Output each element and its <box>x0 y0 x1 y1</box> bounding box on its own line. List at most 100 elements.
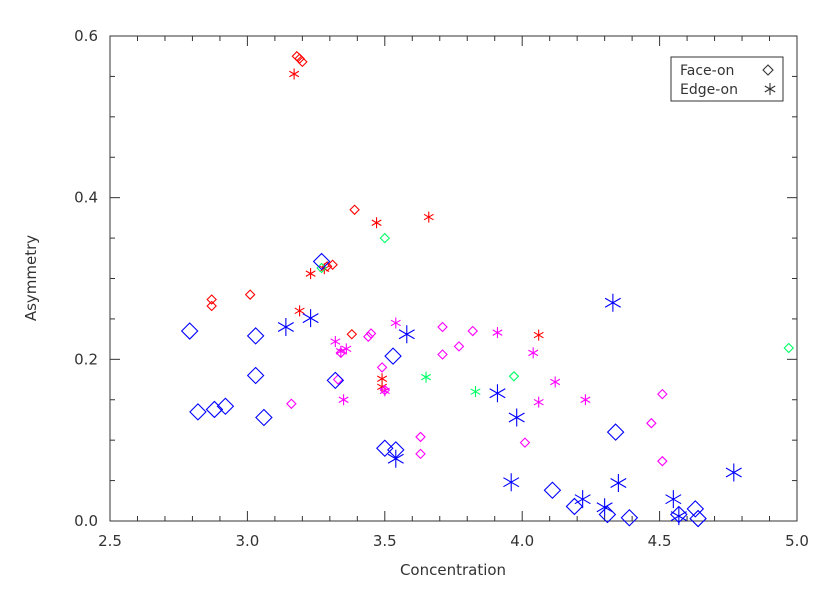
point-blue-diamond <box>376 439 394 458</box>
point-magenta-asterisk <box>335 345 346 357</box>
x-axis-ticks: 2.5 3.0 3.5 4.0 4.5 5.0 <box>98 36 809 550</box>
point-blue-asterisk <box>503 473 520 492</box>
point-magenta-diamond <box>437 349 448 360</box>
point-red-asterisk <box>423 211 434 223</box>
x-tick-label: 2.5 <box>98 532 122 550</box>
point-magenta-diamond <box>657 455 668 467</box>
point-blue-diamond <box>565 497 584 516</box>
point-blue-asterisk <box>387 449 404 468</box>
point-blue-diamond <box>189 403 207 421</box>
point-blue-diamond <box>180 322 199 340</box>
point-blue-diamond <box>598 505 617 524</box>
point-red-asterisk <box>533 329 544 341</box>
point-blue-diamond <box>686 500 705 518</box>
legend-markers <box>762 64 776 95</box>
y-tick-label: 0.2 <box>74 350 98 368</box>
point-blue-asterisk <box>670 507 687 526</box>
point-magenta-asterisk <box>330 336 341 348</box>
point-blue-diamond <box>312 252 331 271</box>
point-red-diamond <box>206 300 217 312</box>
point-magenta-asterisk <box>533 396 544 408</box>
point-red-asterisk <box>289 68 300 80</box>
point-red-asterisk <box>319 263 330 275</box>
point-blue-diamond <box>543 481 562 500</box>
point-magenta-diamond <box>365 328 377 339</box>
point-red-asterisk <box>371 217 382 229</box>
point-blue-asterisk <box>610 474 627 493</box>
point-magenta-asterisk <box>550 376 561 388</box>
legend-asterisk-marker <box>764 83 776 95</box>
x-tick-label: 3.0 <box>235 532 259 550</box>
data-points <box>180 50 795 528</box>
point-green-asterisk <box>470 386 481 398</box>
point-magenta-diamond <box>453 341 465 352</box>
point-red-diamond <box>327 259 338 271</box>
point-magenta-diamond <box>519 437 531 448</box>
point-magenta-asterisk <box>379 385 390 397</box>
point-magenta-asterisk <box>528 347 539 359</box>
point-blue-diamond <box>205 400 224 419</box>
plot-frame <box>109 35 798 522</box>
point-magenta-diamond <box>646 417 657 429</box>
point-magenta-diamond <box>467 325 479 337</box>
y-axis-ticks: 0.0 0.2 0.4 0.6 <box>74 27 797 530</box>
point-green-diamond <box>379 232 391 244</box>
point-blue-diamond <box>689 509 707 528</box>
point-magenta-asterisk <box>341 343 352 355</box>
point-red-diamond <box>346 328 358 340</box>
point-magenta-diamond <box>286 398 297 410</box>
legend-diamond-marker <box>762 64 774 76</box>
point-blue-diamond <box>384 347 402 365</box>
point-blue-diamond <box>255 408 273 427</box>
point-red-diamond <box>297 56 308 68</box>
point-magenta-asterisk <box>580 394 591 406</box>
point-magenta-asterisk <box>338 394 349 406</box>
point-blue-asterisk <box>398 325 415 344</box>
point-green-diamond <box>783 342 795 354</box>
point-red-asterisk <box>305 268 316 280</box>
point-blue-asterisk <box>277 318 294 336</box>
legend-label-edge-on: Edge-on <box>680 82 738 98</box>
point-blue-diamond <box>246 327 265 345</box>
point-magenta-diamond <box>415 448 426 460</box>
point-magenta-asterisk <box>492 327 503 339</box>
x-tick-label: 5.0 <box>785 532 809 550</box>
point-blue-asterisk <box>508 408 525 427</box>
point-magenta-diamond <box>437 321 448 333</box>
x-axis-label: Concentration <box>400 561 506 579</box>
point-blue-diamond <box>216 397 235 415</box>
point-red-diamond <box>244 289 256 300</box>
y-tick-label: 0.4 <box>74 189 98 207</box>
point-blue-asterisk <box>665 490 682 509</box>
point-magenta-asterisk <box>390 317 401 329</box>
point-blue-diamond <box>326 371 345 390</box>
legend: Face-on Edge-on <box>670 56 784 102</box>
point-magenta-diamond <box>657 388 668 400</box>
point-red-asterisk <box>294 305 305 317</box>
point-blue-diamond <box>246 366 265 385</box>
point-green-diamond <box>508 371 520 382</box>
legend-box <box>670 56 784 102</box>
y-axis-label: Asymmetry <box>22 235 40 321</box>
point-blue-diamond <box>606 423 625 441</box>
x-tick-label: 4.0 <box>510 532 534 550</box>
x-tick-label: 3.5 <box>373 532 397 550</box>
point-blue-asterisk <box>596 498 613 517</box>
point-green-asterisk <box>420 371 432 383</box>
point-magenta-diamond <box>363 331 374 342</box>
point-blue-asterisk <box>574 490 591 509</box>
point-blue-asterisk <box>489 384 506 403</box>
y-tick-label: 0.6 <box>74 27 98 45</box>
point-magenta-diamond <box>376 362 388 373</box>
x-tick-label: 4.5 <box>648 532 672 550</box>
point-magenta-diamond <box>415 431 426 443</box>
point-red-diamond <box>206 294 217 305</box>
point-blue-diamond <box>620 508 639 527</box>
point-blue-asterisk <box>604 293 621 312</box>
y-tick-label: 0.0 <box>74 512 98 530</box>
point-magenta-diamond <box>335 347 347 359</box>
point-blue-asterisk <box>302 309 319 328</box>
point-red-diamond <box>349 204 360 216</box>
point-blue-asterisk <box>725 463 742 482</box>
